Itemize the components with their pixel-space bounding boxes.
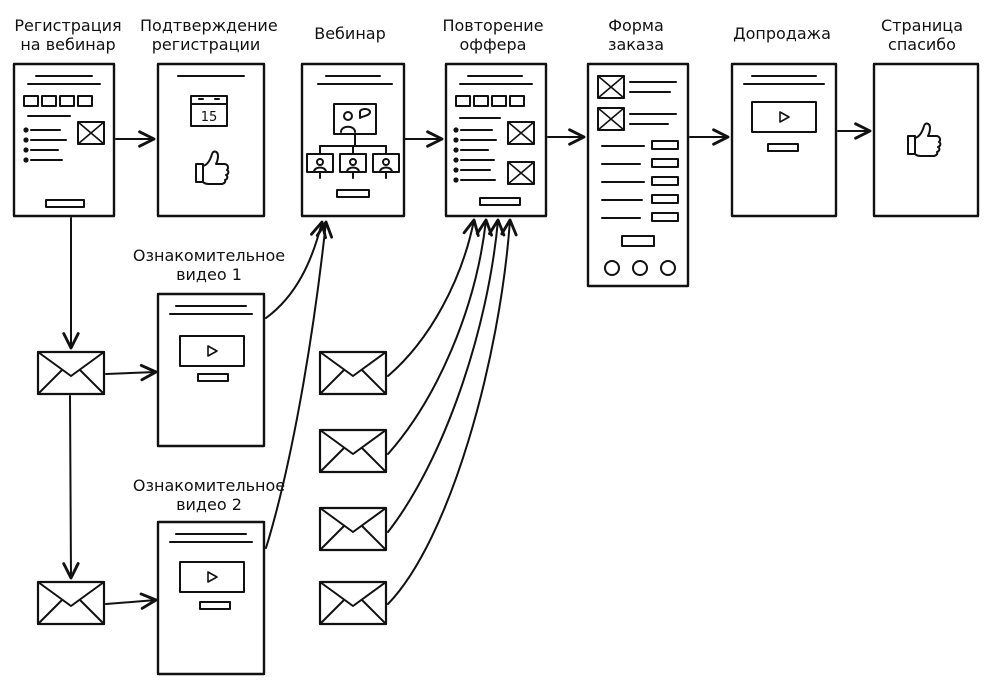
calendar-icon	[190, 95, 228, 127]
envelope-icon	[318, 350, 388, 396]
svg-text:15: 15	[201, 110, 218, 125]
page-intro-video-2	[156, 520, 266, 676]
flow-arrows	[62, 122, 872, 610]
page-webinar	[300, 62, 406, 218]
page-registration	[12, 62, 116, 218]
page-intro-video-1	[156, 292, 266, 448]
image-placeholder-icon	[597, 107, 625, 131]
envelope-icon	[36, 580, 106, 626]
image-placeholder-icon	[507, 121, 535, 145]
image-placeholder-icon	[597, 75, 625, 99]
envelope-icon	[318, 428, 388, 474]
page-confirmation: 15	[156, 62, 266, 218]
play-icon	[179, 561, 245, 593]
page-upsell	[730, 62, 838, 218]
envelope-icon	[318, 506, 388, 552]
page-order-form	[586, 62, 690, 288]
image-placeholder-icon	[507, 161, 535, 185]
envelope-icon	[36, 350, 106, 396]
page-offer-repeat	[444, 62, 548, 218]
image-placeholder-icon	[77, 121, 105, 145]
play-icon	[179, 335, 245, 367]
label-webinar: Вебинар	[314, 24, 386, 43]
presenter-icon	[333, 103, 377, 135]
page-thank-you	[872, 62, 980, 218]
label-upsell: Допродажа	[733, 24, 831, 43]
play-icon	[751, 101, 817, 133]
envelope-icon	[318, 580, 388, 626]
